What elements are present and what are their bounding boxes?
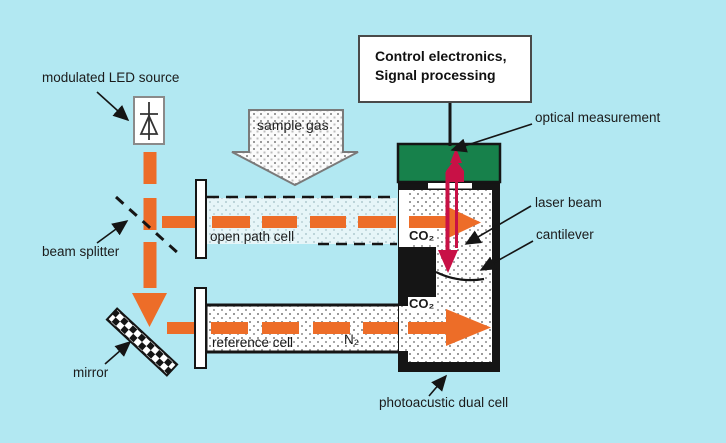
open-path-window <box>195 179 207 259</box>
label-reference-cell: reference cell <box>212 335 294 350</box>
label-open-path-cell: open path cell <box>210 229 295 244</box>
leader-led-source <box>96 91 130 122</box>
sample-gas-arrow <box>231 109 359 187</box>
beam-lower-arrowhead <box>446 309 491 346</box>
leader-dual-cell <box>428 374 448 397</box>
label-n2: N₂ <box>344 332 359 347</box>
cell-left-window <box>399 190 408 247</box>
label-photoacoustic-dual-cell: photoacustic dual cell <box>379 395 509 410</box>
reference-cell-window <box>194 287 207 369</box>
led-beam-down-arrowhead <box>132 293 167 327</box>
diode-symbol-icon <box>139 102 159 140</box>
laser-down-arrowhead <box>438 250 458 273</box>
label-beam-splitter: beam splitter <box>42 244 120 259</box>
leader-mirror <box>104 340 132 365</box>
label-cantilever: cantilever <box>536 227 594 242</box>
led-beam-vertical <box>132 152 167 327</box>
cell-top-slit <box>428 183 472 189</box>
leader-optical-measurement <box>450 123 533 153</box>
label-sample-gas: sample gas <box>257 117 329 133</box>
led-source-box <box>133 96 165 145</box>
laser-beam-graphic <box>438 148 464 273</box>
leader-laser-beam <box>464 205 532 245</box>
leader-cantilever <box>479 240 534 271</box>
cell-divider-block <box>399 247 436 303</box>
leader-lines <box>96 91 534 397</box>
beam-lower-horizontal <box>167 309 491 346</box>
beam-upper-horizontal <box>162 206 481 239</box>
label-mirror: mirror <box>73 365 109 380</box>
mirror-element <box>105 307 179 377</box>
cell-lower-opening <box>399 306 408 351</box>
label-co2-lower: CO₂ <box>408 296 437 313</box>
leader-beam-splitter <box>96 220 129 244</box>
label-co2-upper: CO₂ <box>408 228 437 245</box>
beam-upper-arrowhead <box>446 206 481 239</box>
control-box-line1: Control electronics, <box>375 48 507 64</box>
laser-up-arrowhead <box>450 148 462 163</box>
beam-splitter-element <box>114 195 181 256</box>
label-laser-beam: laser beam <box>535 195 602 210</box>
control-box-line2: Signal processing <box>375 67 496 83</box>
label-optical-measurement: optical measurement <box>535 110 661 125</box>
cantilever-element <box>435 271 485 282</box>
control-electronics-box: Control electronics, Signal processing <box>358 35 532 103</box>
label-modulated-led-source: modulated LED source <box>42 70 180 85</box>
